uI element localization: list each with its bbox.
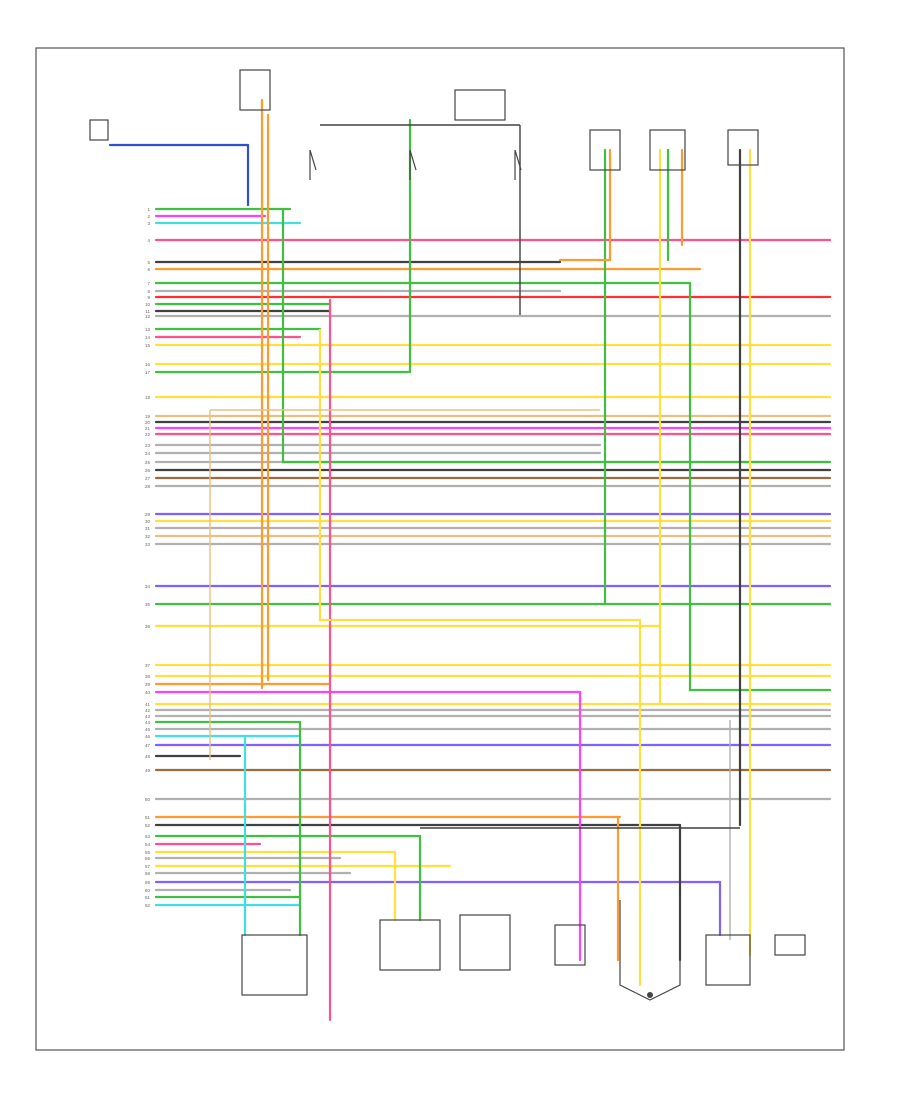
diagram-frame	[35, 47, 845, 1051]
pin-number-45: 45	[145, 727, 151, 732]
pin-number-47: 47	[145, 743, 151, 748]
pin-number-23: 23	[145, 443, 151, 448]
pin-number-56: 56	[145, 856, 151, 861]
pin-number-46: 46	[145, 734, 151, 739]
pin-number-61: 61	[145, 895, 151, 900]
throttle-position-sensor	[705, 934, 751, 986]
pin-number-41: 41	[145, 702, 151, 707]
pin-number-18: 18	[145, 395, 151, 400]
pin-number-30: 30	[145, 519, 151, 524]
pin-number-40: 40	[145, 690, 151, 695]
pin-number-58: 58	[145, 871, 151, 876]
speed-sensor-box	[554, 924, 586, 966]
pin-number-54: 54	[145, 842, 151, 847]
main-relay-box	[239, 69, 271, 111]
pin-number-50: 50	[145, 797, 151, 802]
pin-number-19: 19	[145, 414, 151, 419]
module-outline	[619, 900, 681, 1001]
pin-number-60: 60	[145, 888, 151, 893]
pin-number-7: 7	[147, 281, 150, 286]
pin-number-6: 6	[147, 267, 150, 272]
route-orange-c	[558, 148, 612, 262]
pin-number-39: 39	[145, 682, 151, 687]
pin-number-14: 14	[145, 335, 151, 340]
pin-number-53: 53	[145, 834, 151, 839]
pin-number-28: 28	[145, 484, 151, 489]
pin-number-24: 24	[145, 451, 151, 456]
pin-number-62: 62	[145, 903, 151, 908]
pin-number-57: 57	[145, 864, 151, 869]
pin-number-17: 17	[145, 370, 151, 375]
pin-number-13: 13	[145, 327, 151, 332]
sensor-connector-c	[727, 129, 759, 166]
pin-number-52: 52	[145, 823, 151, 828]
relay-switch-3	[514, 149, 522, 180]
pin-number-27: 27	[145, 476, 151, 481]
pin-number-3: 3	[147, 221, 150, 226]
pin-number-35: 35	[145, 602, 151, 607]
pin-number-2: 2	[147, 214, 150, 219]
pin-number-26: 26	[145, 468, 151, 473]
components-layer	[89, 69, 806, 1001]
pin-number-12: 12	[145, 314, 151, 319]
pin-number-38: 38	[145, 674, 151, 679]
pin-number-4: 4	[147, 238, 150, 243]
pin-number-21: 21	[145, 426, 151, 431]
pin-number-8: 8	[147, 289, 150, 294]
pin-number-22: 22	[145, 432, 151, 437]
pin-number-11: 11	[145, 309, 150, 314]
pin-number-51: 51	[145, 815, 151, 820]
solenoid-box	[459, 914, 511, 971]
relay-switch-2	[409, 149, 417, 180]
pin-number-31: 31	[145, 526, 151, 531]
pin-number-34: 34	[145, 584, 151, 589]
temperature-sensor	[774, 934, 806, 956]
relay-switch-1	[309, 149, 317, 180]
labels-layer: 1234567891011121314151617181920212223242…	[145, 207, 151, 908]
pin-number-10: 10	[145, 302, 151, 307]
pin-number-42: 42	[145, 708, 151, 713]
pin-number-15: 15	[145, 343, 151, 348]
pin-number-43: 43	[145, 714, 151, 719]
pin-number-32: 32	[145, 534, 151, 539]
left-connector-block	[241, 934, 308, 996]
wires-layer	[108, 98, 832, 1022]
pin-number-20: 20	[145, 420, 151, 425]
pin-number-44: 44	[145, 720, 151, 725]
route-green-b	[688, 281, 832, 692]
pin-number-1: 1	[147, 207, 150, 212]
pin-number-48: 48	[145, 754, 151, 759]
pin-number-55: 55	[145, 850, 151, 855]
sensor-connector-a	[589, 129, 621, 171]
pin-number-9: 9	[147, 295, 150, 300]
pin-number-37: 37	[145, 663, 151, 668]
fuse-block-box	[454, 89, 506, 121]
switch-box	[379, 919, 441, 971]
pin-number-33: 33	[145, 542, 151, 547]
blue-sensor-connector	[89, 119, 109, 141]
ground-point	[647, 992, 653, 998]
pin-number-16: 16	[145, 362, 151, 367]
route-yellow-c	[318, 328, 642, 987]
pin-number-5: 5	[147, 260, 150, 265]
pin-number-49: 49	[145, 768, 151, 773]
pin-number-59: 59	[145, 880, 151, 885]
sensor-connector-b	[649, 129, 686, 171]
pin-number-29: 29	[145, 512, 151, 517]
pin-number-36: 36	[145, 624, 151, 629]
pin-number-25: 25	[145, 460, 151, 465]
